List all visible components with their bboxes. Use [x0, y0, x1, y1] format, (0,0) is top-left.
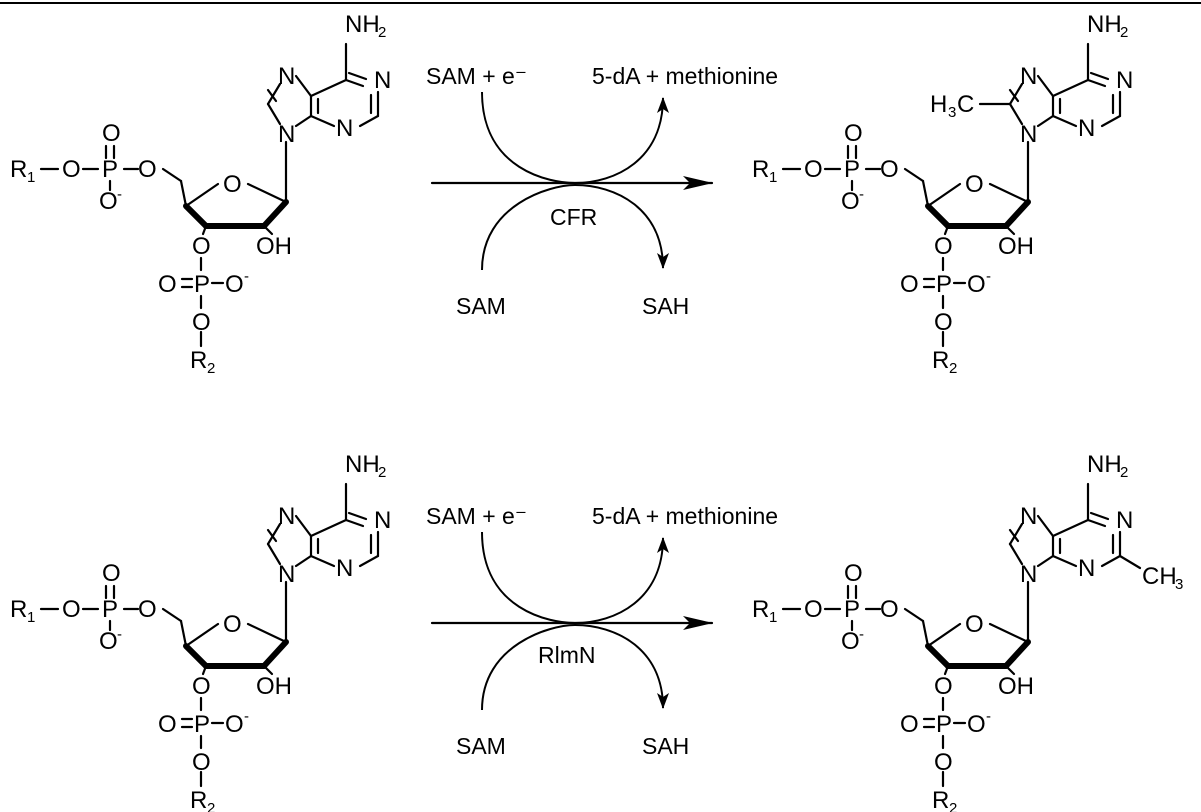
- enzyme-label-rlmn: RlmN: [538, 642, 596, 668]
- cosubstrate-arc-in: [481, 91, 576, 184]
- cosubstrate-arc-out: [574, 97, 669, 184]
- byproduct-label: SAH: [642, 733, 689, 759]
- cosubstrate-arc-in: [481, 531, 576, 624]
- svg-text:3: 3: [1175, 576, 1183, 593]
- reaction-2: SAM + e⁻ 5-dA + methionine RlmN SAM SAH …: [10, 451, 1183, 812]
- reaction-1: SAM + e⁻ 5-dA + methionine CFR SAM SAH H…: [10, 11, 1134, 377]
- product-8-methyladenosine: H 3 C: [752, 11, 1134, 377]
- cosubstrate-label: SAM + e⁻: [426, 63, 527, 89]
- cosubstrate-label: SAM + e⁻: [426, 503, 527, 529]
- methyl-arc-in: [481, 184, 576, 271]
- svg-text:CH: CH: [1142, 563, 1177, 590]
- byproduct-label: SAH: [642, 293, 689, 319]
- catalysis-arrows: [430, 91, 714, 271]
- enzyme-label-cfr: CFR: [550, 204, 597, 230]
- methyl-donor-label: SAM: [456, 293, 506, 319]
- svg-text:3: 3: [948, 104, 956, 121]
- cosubstrate-arc-out: [574, 537, 669, 624]
- methyl-arc-out: [574, 624, 669, 709]
- product-2-methyladenosine: CH 3: [752, 451, 1183, 812]
- catalysis-arrows: [430, 531, 714, 711]
- substrate-adenosine: [10, 11, 392, 377]
- methyl-arc-in: [481, 624, 576, 711]
- svg-text:C: C: [957, 91, 974, 118]
- substrate-adenosine: [10, 451, 392, 812]
- products-label: 5-dA + methionine: [592, 503, 778, 529]
- products-label: 5-dA + methionine: [592, 63, 778, 89]
- methyl-arc-out: [574, 184, 669, 269]
- methyl-donor-label: SAM: [456, 733, 506, 759]
- svg-text:H: H: [930, 91, 947, 118]
